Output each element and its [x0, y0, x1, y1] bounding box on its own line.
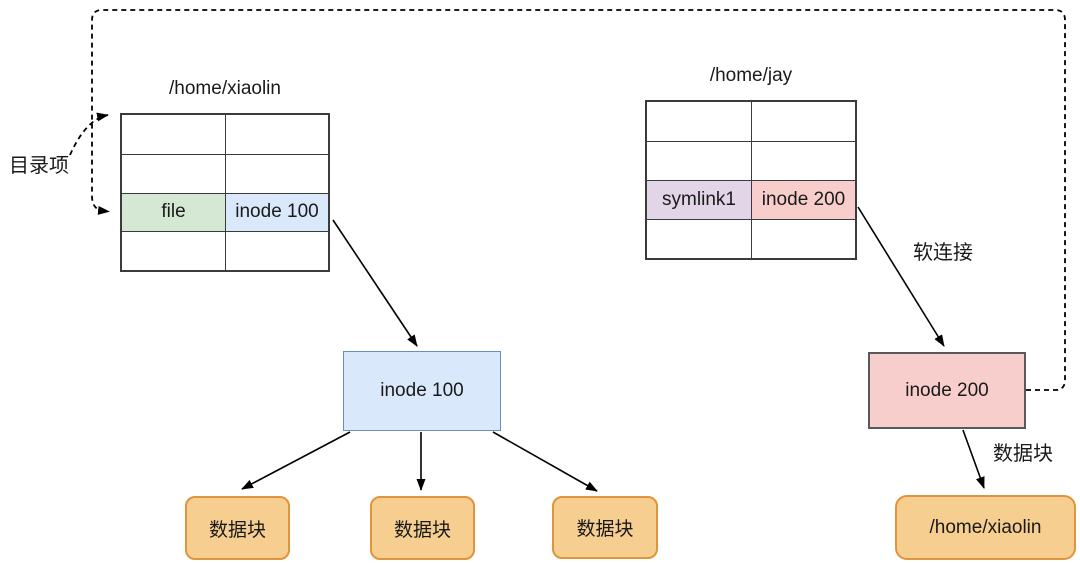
dashed-arrow-directory-entry — [69, 112, 109, 156]
empty-cell — [751, 141, 855, 180]
empty-cell — [751, 219, 855, 258]
cell-symlink-inode: inode 200 — [751, 180, 855, 219]
arrow-cell-to-inode100 — [332, 219, 418, 347]
empty-cell — [647, 219, 751, 258]
empty-cell — [225, 115, 328, 154]
empty-cell — [647, 102, 751, 141]
arrow-cell-to-inode200 — [857, 206, 945, 347]
empty-cell — [751, 102, 855, 141]
table-title-home-jay: /home/jay — [709, 65, 793, 86]
cell-file-name: file — [122, 192, 225, 232]
datablock-node-2: 数据块 — [370, 496, 475, 560]
empty-cell — [647, 141, 751, 180]
empty-cell — [122, 153, 225, 193]
cell-file-inode: inode 100 — [225, 192, 328, 232]
table-title-home-xiaolin: /home/xiaolin — [169, 78, 281, 99]
empty-cell — [122, 231, 225, 270]
arrow-inode100-to-datablock-3 — [492, 431, 598, 492]
directory-table-xiaolin: file inode 100 — [120, 113, 330, 272]
inode200-node: inode 200 — [868, 352, 1026, 429]
arrow-inode200-to-target — [962, 429, 985, 489]
dashed-symlink-resolution-path — [91, 9, 1066, 391]
arrow-inode100-to-datablock-1 — [241, 431, 351, 490]
empty-cell — [122, 115, 225, 154]
empty-cell — [225, 153, 328, 193]
label-soft-link: 软连接 — [913, 242, 973, 264]
label-data-block: 数据块 — [993, 443, 1053, 465]
empty-cell — [225, 231, 328, 270]
cell-symlink-name: symlink1 — [647, 180, 751, 219]
datablock-node-1: 数据块 — [185, 496, 290, 560]
label-directory-entry: 目录项 — [9, 155, 69, 177]
datablock-node-3: 数据块 — [552, 496, 658, 559]
symlink-target-node: /home/xiaolin — [895, 495, 1076, 560]
inode100-node: inode 100 — [343, 351, 501, 431]
directory-table-jay: symlink1 inode 200 — [645, 100, 857, 260]
